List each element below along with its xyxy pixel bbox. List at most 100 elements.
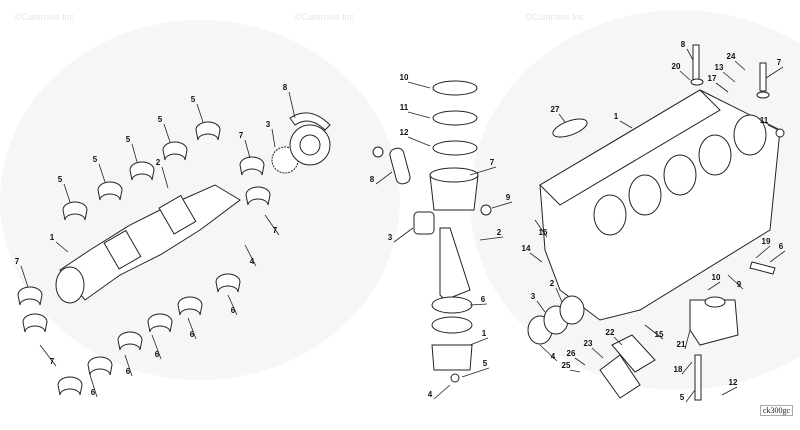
bearing-shell <box>117 331 143 351</box>
bearing-shell <box>129 161 155 181</box>
leader-arrow <box>558 113 566 123</box>
leader-arrow <box>765 66 784 79</box>
bearing-shell <box>22 313 48 333</box>
leader-arrow <box>686 48 694 61</box>
bearing-shell <box>57 376 83 396</box>
callout-number: 3 <box>388 233 393 242</box>
leader-arrow <box>769 250 786 263</box>
cylinder-bore <box>663 154 697 196</box>
leader-arrow <box>39 344 57 367</box>
callout-number: 7 <box>490 158 495 167</box>
leader-arrow <box>534 219 548 238</box>
piston-assembly <box>372 80 492 383</box>
callout-number: 5 <box>158 115 163 124</box>
copyright-watermark: ©Cummins Inc <box>525 12 585 22</box>
leader-arrow <box>163 123 171 143</box>
leader-arrow <box>569 369 581 373</box>
callout-number: 16 <box>539 228 548 237</box>
cylinder-bore <box>698 134 732 176</box>
leader-arrow <box>89 374 98 398</box>
cylinder-block <box>527 44 785 401</box>
leader-arrow <box>271 128 276 148</box>
leader-arrow <box>244 244 257 267</box>
callout-number: 15 <box>655 330 664 339</box>
leader-arrow <box>529 252 543 263</box>
leader-arrow <box>767 124 779 131</box>
callout-number: 2 <box>550 279 555 288</box>
leader-arrow <box>407 136 431 147</box>
callout-number: 12 <box>729 378 738 387</box>
bearing-shell <box>239 156 265 176</box>
callout-number: 7 <box>239 131 244 140</box>
callout-number: 9 <box>506 193 511 202</box>
leader-arrow <box>755 245 771 259</box>
callout-number: 4 <box>428 390 433 399</box>
callout-number: 8 <box>370 175 375 184</box>
callout-number: 6 <box>231 306 236 315</box>
leader-arrow <box>721 386 738 396</box>
callout-number: 14 <box>522 244 531 253</box>
leader-arrow <box>196 103 204 123</box>
leader-arrow <box>491 201 513 209</box>
callout-number: 18 <box>674 365 683 374</box>
bearing-shell <box>17 286 43 306</box>
figure-code: ck300gc <box>760 405 794 416</box>
callout-number: 6 <box>155 350 160 359</box>
callout-number: 10 <box>400 73 409 82</box>
leader-arrow <box>591 347 604 359</box>
callout-number: 5 <box>93 155 98 164</box>
leader-arrow <box>685 389 696 403</box>
callout-number: 11 <box>400 103 409 112</box>
callout-number: 7 <box>273 226 278 235</box>
leader-arrow <box>393 227 414 243</box>
cylinder-bore <box>628 174 662 216</box>
leader-arrow <box>20 265 29 288</box>
callout-number: 8 <box>681 40 686 49</box>
callout-number: 11 <box>760 116 769 125</box>
leader-arrow <box>722 71 736 83</box>
leader-arrow <box>715 82 729 93</box>
cylinder-bore <box>733 114 767 156</box>
callout-number: 24 <box>727 52 736 61</box>
leader-arrow <box>734 60 746 71</box>
leader-arrow <box>433 384 451 400</box>
callout-number: 9 <box>737 280 742 289</box>
leader-arrow <box>151 334 162 360</box>
crankshaft <box>55 184 241 304</box>
bearing-shell <box>245 186 271 206</box>
leader-arrow <box>619 120 633 129</box>
copyright-watermark: ©Cummins Inc <box>15 12 75 22</box>
bearing-shell <box>87 356 113 376</box>
leader-arrow <box>469 303 488 306</box>
callout-number: 4 <box>551 352 556 361</box>
callout-number: 22 <box>606 328 615 337</box>
callout-number: 6 <box>779 242 784 251</box>
callout-number: 2 <box>497 228 502 237</box>
gear-and-damper <box>271 112 331 174</box>
leader-arrow <box>555 287 563 303</box>
leader-arrow <box>161 166 169 189</box>
callout-number: 21 <box>677 340 686 349</box>
leader-arrow <box>707 281 721 291</box>
leader-arrow <box>407 81 431 89</box>
callout-number: 5 <box>680 393 685 402</box>
callout-number: 25 <box>562 361 571 370</box>
callout-number: 20 <box>672 62 681 71</box>
callout-number: 2 <box>156 158 161 167</box>
bearing-shell <box>62 201 88 221</box>
callout-number: 3 <box>266 120 271 129</box>
leader-arrow <box>539 344 558 362</box>
leader-arrow <box>644 324 664 340</box>
callout-number: 26 <box>567 349 576 358</box>
leader-arrow <box>574 357 586 366</box>
bearing-shell <box>177 296 203 316</box>
leader-arrow <box>469 337 489 346</box>
callout-number: 6 <box>126 367 131 376</box>
callout-number: 7 <box>15 257 20 266</box>
leader-arrow <box>98 163 106 183</box>
leader-arrow <box>479 236 504 241</box>
callout-number: 17 <box>708 74 717 83</box>
leader-arrow <box>407 111 431 119</box>
leader-arrow <box>55 241 69 253</box>
